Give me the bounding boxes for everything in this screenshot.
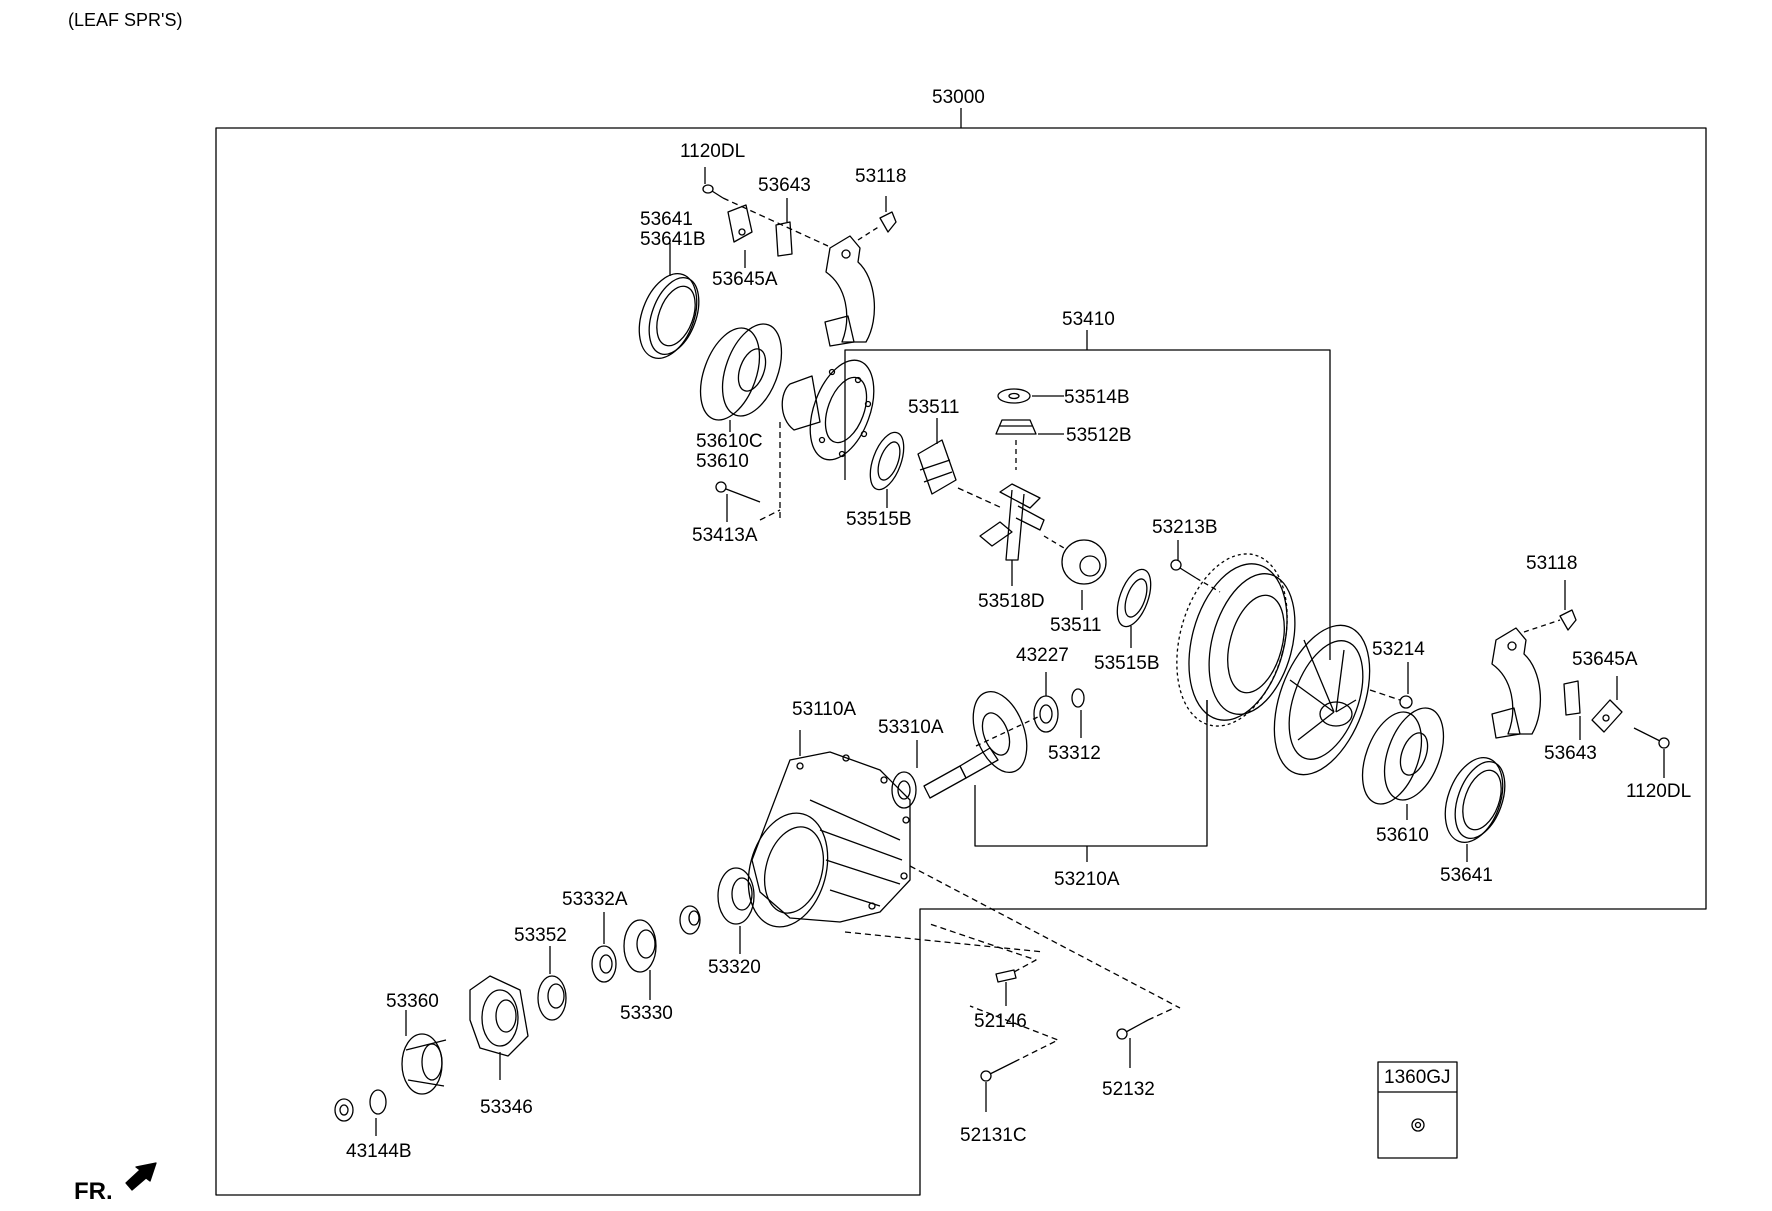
bearing-cap-upper [824, 235, 876, 347]
side-gear-53511-upper [917, 439, 957, 495]
label-53310A: 53310A [878, 717, 944, 738]
bearing-53320 [717, 867, 755, 925]
label-53511-upper: 53511 [908, 397, 960, 418]
bearing-53610-upper [699, 323, 783, 421]
label-53641B: 53641B [640, 229, 706, 250]
label-53213B: 53213B [1152, 517, 1218, 538]
bolt-52132 [1116, 1019, 1149, 1040]
label-53641-upper: 53641 [640, 209, 693, 230]
carrier-housing-53110A [747, 751, 911, 928]
bolt-1120DL-upper [702, 184, 724, 199]
side-gear-53511-lower [1061, 539, 1107, 585]
assembly-frame [215, 127, 1707, 1196]
drive-pinion [923, 691, 1028, 799]
label-1120DL-lower: 1120DL [1626, 781, 1692, 802]
label-53645A-upper: 53645A [712, 269, 778, 290]
front-arrow-icon [125, 1162, 157, 1191]
label-53641-lower: 53641 [1440, 865, 1493, 886]
bolt-53213B [1170, 559, 1197, 579]
pinion-gear-53512B [995, 419, 1037, 435]
label-1360GJ: 1360GJ [1384, 1067, 1451, 1088]
label-52132: 52132 [1102, 1079, 1155, 1100]
adjuster-nut-53641-upper [638, 273, 700, 359]
label-53332A: 53332A [562, 889, 628, 910]
label-53214: 53214 [1372, 639, 1425, 660]
clip-53118-upper [879, 211, 897, 233]
differential-case-flange [1273, 624, 1371, 776]
shim-53643-upper [775, 221, 793, 257]
bracket-53210A [974, 700, 1208, 847]
front-direction-label: FR. [74, 1178, 113, 1205]
label-53515B-upper: 53515B [846, 509, 912, 530]
bearing-43227 [1033, 695, 1059, 733]
label-53320: 53320 [708, 957, 761, 978]
label-53610C: 53610C [696, 431, 763, 452]
companion-flange-53346 [469, 975, 529, 1057]
bearing-53610-lower [1361, 707, 1445, 805]
pinion-washer-53514B [997, 388, 1031, 404]
label-53410: 53410 [1062, 309, 1115, 330]
label-1120DL-upper: 1120DL [680, 141, 746, 162]
bracket-plate-53645A-lower [1591, 699, 1623, 733]
snap-ring-53312 [1071, 688, 1085, 708]
header-note: (LEAF SPR'S) [68, 10, 183, 30]
label-53360: 53360 [386, 991, 439, 1012]
bolt-53413A [715, 481, 761, 503]
nut-53214 [1399, 695, 1413, 709]
label-53645A-lower: 53645A [1572, 649, 1638, 670]
label-53110A: 53110A [792, 699, 857, 720]
thrust-washer-53515B-lower [1116, 568, 1152, 628]
label-53312: 53312 [1048, 743, 1101, 764]
ring-gear [1176, 553, 1296, 727]
label-53643-upper: 53643 [758, 175, 811, 196]
label-53210A: 53210A [1054, 869, 1120, 890]
o-ring [369, 1089, 387, 1115]
bearing-cap-lower [1491, 627, 1542, 739]
label-53346: 53346 [480, 1097, 533, 1118]
bracket-plate-53645A-upper [727, 204, 753, 243]
label-53512B: 53512B [1066, 425, 1132, 446]
label-53515B-lower: 53515B [1094, 653, 1160, 674]
cross-shaft-53518D [979, 483, 1045, 561]
label-53511-lower: 53511 [1050, 615, 1102, 636]
label-43227: 43227 [1016, 645, 1069, 666]
thrust-washer-53515B-upper [869, 431, 905, 491]
label-43144B: 43144B [346, 1141, 412, 1162]
label-53514B: 53514B [1064, 387, 1130, 408]
stud-52146 [995, 969, 1017, 983]
bolt-1120DL-lower [1633, 727, 1670, 749]
label-53643-lower: 53643 [1544, 743, 1597, 764]
hardware-box-1360GJ [1377, 1061, 1458, 1159]
nut-43144B [334, 1098, 354, 1122]
label-53610-upper: 53610 [696, 451, 749, 472]
shim-53643-lower [1563, 680, 1581, 716]
label-53118-upper: 53118 [855, 166, 907, 187]
label-52146: 52146 [974, 1011, 1027, 1032]
label-53610-lower: 53610 [1376, 825, 1429, 846]
collar [679, 905, 701, 935]
nut-icon-1360GJ [1411, 1118, 1425, 1132]
differential-case-half [781, 359, 875, 461]
clip-53118-lower [1559, 609, 1577, 631]
label-53330: 53330 [620, 1003, 673, 1024]
flange-yoke-53360 [401, 1033, 447, 1095]
label-53413A: 53413A [692, 525, 758, 546]
bolt-52131C [980, 1061, 1015, 1082]
oil-seal-53352 [537, 975, 567, 1021]
spacer-53332A [591, 945, 617, 983]
label-53352: 53352 [514, 925, 567, 946]
label-53518D: 53518D [978, 591, 1045, 612]
adjuster-nut-53641-lower [1444, 757, 1506, 843]
label-53000: 53000 [932, 87, 985, 108]
label-53118-lower: 53118 [1526, 553, 1578, 574]
spacer-53310A [891, 771, 917, 809]
label-52131C: 52131C [960, 1125, 1027, 1146]
bearing-53330 [623, 919, 657, 973]
